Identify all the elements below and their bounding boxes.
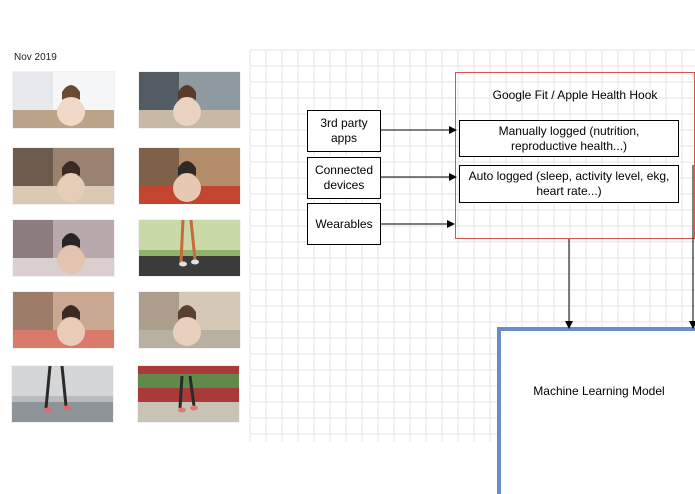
source-box-third-party-apps: 3rd party apps [307, 110, 381, 152]
thumbnail-image [13, 72, 114, 128]
thumbnail-runner-legs-track [138, 366, 239, 422]
thumbnail-image [13, 292, 114, 348]
thumbnail-image [139, 292, 240, 348]
arrowhead-apps [449, 126, 457, 134]
arrows [381, 126, 695, 329]
date-label: Nov 2019 [14, 52, 57, 63]
thumbnail-image [13, 220, 114, 276]
arrowhead-devices [449, 173, 457, 181]
thumbnail-woman-laptop-kitchen [13, 72, 114, 128]
thumbnail-jogger-legs-road [12, 366, 113, 422]
arrowhead-hook-model [565, 321, 573, 329]
thumbnail-woman-notebook-room [13, 292, 114, 348]
arrowhead-wearables [447, 220, 455, 228]
thumbnail-woman-laughing-desk [139, 72, 240, 128]
auto-logged-box: Auto logged (sleep, activity level, ekg,… [459, 165, 679, 203]
thumbnail-woman-headache [139, 292, 240, 348]
thumbnail-image [12, 366, 113, 422]
thumbnail-friends-talking-table [139, 148, 240, 204]
thumbnail-image [139, 220, 240, 276]
source-box-connected-devices: Connected devices [307, 157, 381, 199]
thumbnail-woman-bookshelf-table [13, 148, 114, 204]
thumbnail-image [138, 366, 239, 422]
thumbnail-treadmill-feet [139, 220, 240, 276]
thumbnail-image [139, 148, 240, 204]
thumbnail-woman-lying-bed-phone [13, 220, 114, 276]
thumbnail-image [13, 148, 114, 204]
thumbnail-image [139, 72, 240, 128]
source-box-wearables: Wearables [307, 203, 381, 245]
ml-model-label: Machine Learning Model [533, 384, 665, 398]
health-hook-title: Google Fit / Apple Health Hook [492, 88, 658, 102]
arrowhead-right-model [689, 321, 695, 329]
ml-model-container [497, 327, 695, 494]
manual-logged-box: Manually logged (nutrition, reproductive… [459, 120, 679, 157]
